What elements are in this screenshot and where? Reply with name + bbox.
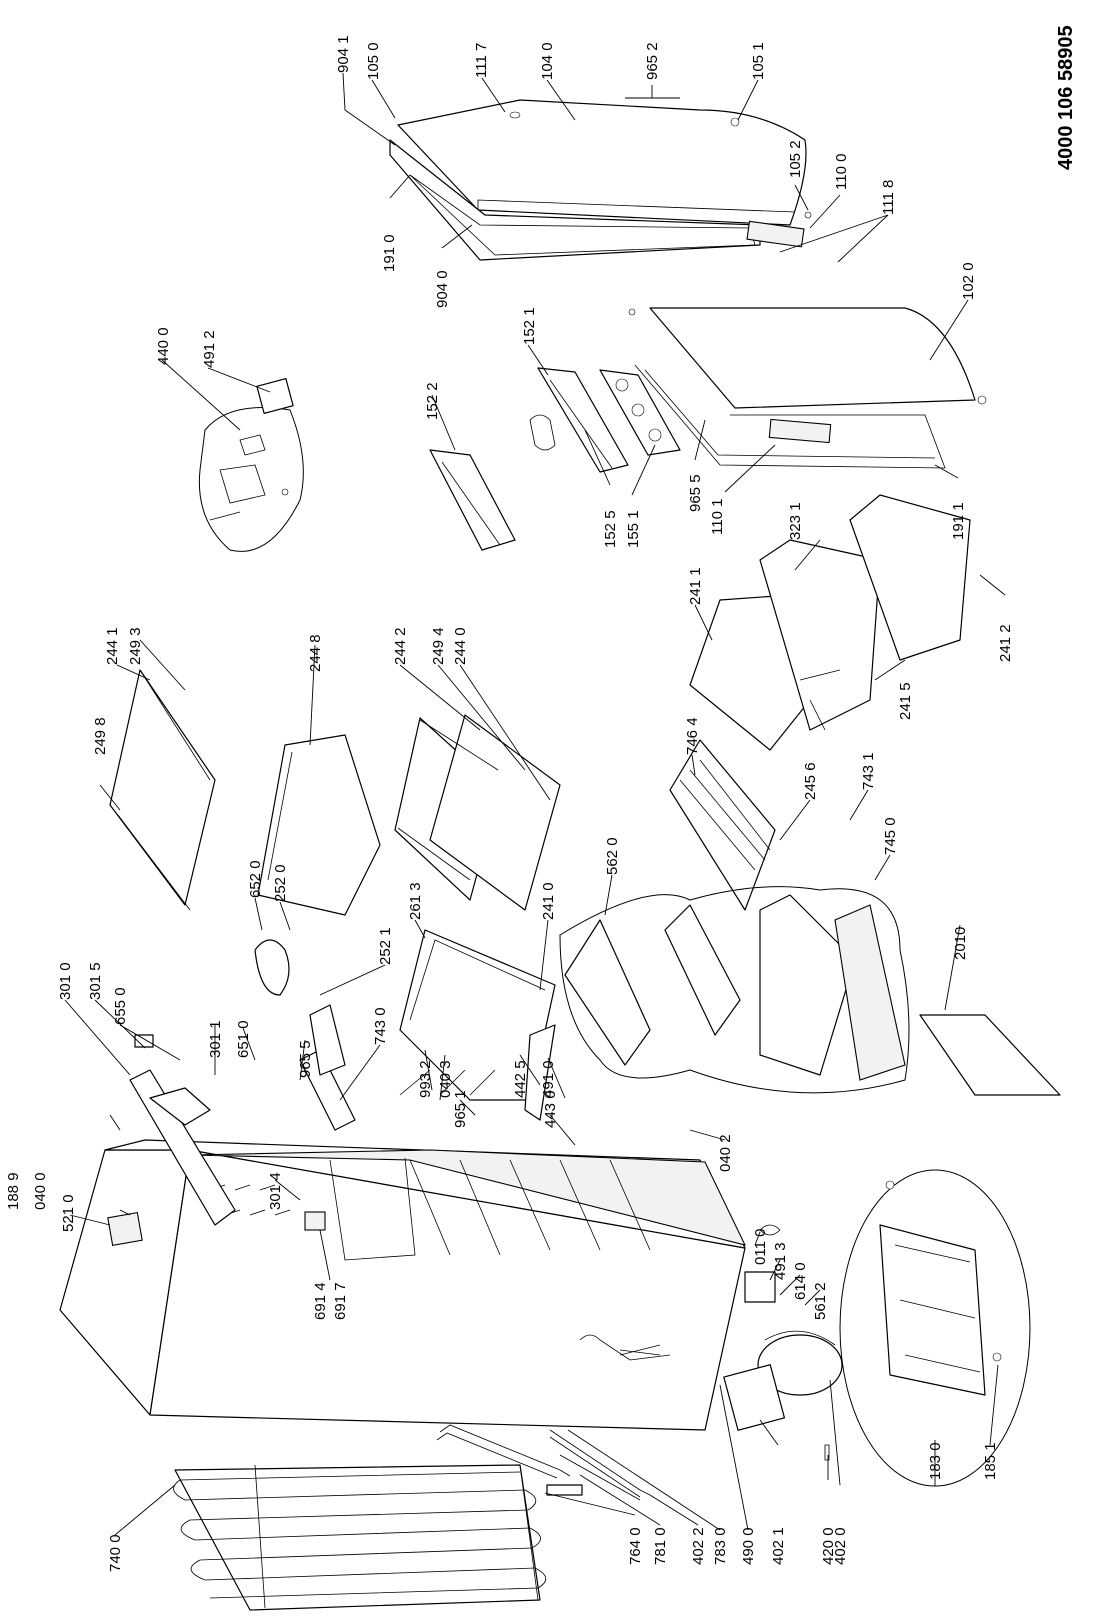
door-balconies-drawing [429, 367, 681, 551]
part-label: 993 2 [417, 1060, 434, 1098]
part-label: 011 0 [752, 1229, 769, 1265]
part-label: 562 0 [604, 837, 621, 875]
part-label: 244 0 [452, 627, 469, 665]
part-label: 491 0 [540, 1060, 557, 1098]
part-label: 110 0 [833, 154, 850, 190]
leader-lines [64, 72, 1006, 1536]
part-label: 783 0 [712, 1527, 729, 1565]
part-label: 040 0 [32, 1172, 49, 1210]
part-label: 491 3 [772, 1242, 789, 1280]
part-label: 152 1 [521, 307, 538, 345]
part-label: 104 0 [539, 42, 556, 80]
part-label: 249 3 [127, 627, 144, 665]
condenser-coil-drawing [173, 1464, 547, 1611]
part-label: 2010 [952, 927, 969, 960]
part-label: 244 2 [392, 627, 409, 665]
part-label: 252 1 [377, 927, 394, 965]
evaporator-cluster-drawing [559, 886, 1061, 1096]
part-label: 745 0 [882, 817, 899, 855]
part-label: 301 0 [57, 962, 74, 1000]
part-label: 105 2 [787, 140, 804, 178]
glass-shelves-drawing [109, 669, 561, 916]
part-label: 241 0 [540, 882, 557, 920]
part-label: 691 4 [312, 1282, 329, 1320]
part-label: 244 8 [307, 634, 324, 672]
part-label: 245 6 [802, 762, 819, 800]
document-number: 4000 106 58905 [1055, 25, 1077, 170]
part-label: 764 0 [627, 1527, 644, 1565]
part-label: 655 0 [112, 987, 129, 1025]
part-label: 040 3 [437, 1060, 454, 1098]
part-label: 249 8 [92, 717, 109, 755]
interior-fittings-drawing [129, 939, 496, 1226]
part-label: 490 0 [740, 1527, 757, 1565]
part-label: 152 5 [602, 510, 619, 548]
part-label: 561 2 [812, 1282, 829, 1320]
part-label: 111 8 [880, 180, 897, 215]
cabinet-drawing [59, 1139, 747, 1431]
part-label: 152 2 [424, 382, 441, 420]
part-label: 261 3 [407, 882, 424, 920]
part-label: 155 1 [625, 510, 642, 548]
part-label: 442 5 [512, 1060, 529, 1098]
part-label: 904 0 [434, 270, 451, 308]
lower-door-drawing [628, 307, 987, 469]
thermostat-cluster-drawing [198, 377, 304, 552]
part-label: 249 4 [430, 627, 447, 665]
part-label: 440 0 [155, 327, 172, 365]
part-label: 651 0 [235, 1020, 252, 1058]
compressor-drawing [723, 1224, 843, 1461]
part-labels: 904 1 105 0 111 7 104 0 965 2 105 1 105 … [5, 25, 1077, 1572]
part-label: 185 1 [982, 1442, 999, 1480]
part-label: 965 1 [452, 1090, 469, 1128]
part-label: 188 9 [5, 1172, 22, 1210]
part-label: 183 0 [927, 1442, 944, 1480]
part-label: 241 1 [687, 567, 704, 605]
part-label: 252 0 [272, 864, 289, 902]
part-label: 402 2 [690, 1527, 707, 1565]
part-label: 301 4 [267, 1172, 284, 1210]
upper-door-drawing [389, 99, 812, 261]
part-label: 443 0 [542, 1090, 559, 1128]
part-label: 323 1 [787, 502, 804, 540]
part-label: 491 2 [201, 330, 218, 368]
part-label: 521 0 [60, 1194, 77, 1232]
part-label: 614 0 [792, 1262, 809, 1300]
part-label: 301 5 [87, 962, 104, 1000]
part-label: 781 0 [652, 1527, 669, 1565]
drawers-drawing [399, 494, 971, 1121]
part-label: 402 1 [770, 1527, 787, 1565]
part-label: 965 5 [297, 1040, 314, 1078]
tubing-drawing [436, 1424, 651, 1501]
part-label: 965 2 [644, 42, 661, 80]
part-label: 191 1 [950, 502, 967, 540]
part-label: 111 7 [473, 43, 490, 78]
part-label: 965 5 [687, 474, 704, 512]
part-label: 691 7 [332, 1282, 349, 1320]
part-label: 040 2 [717, 1134, 734, 1172]
part-label: 301 1 [207, 1020, 224, 1058]
part-label: 102 0 [960, 262, 977, 300]
part-label: 746 4 [684, 717, 701, 755]
part-label: 743 0 [372, 1007, 389, 1045]
wire-shelf-drawing [669, 739, 776, 911]
part-label: 740 0 [107, 1534, 124, 1572]
part-label: 652 0 [247, 860, 264, 898]
part-label: 105 0 [365, 42, 382, 80]
part-label: 402 0 [832, 1527, 849, 1565]
part-label: 110 1 [709, 499, 726, 535]
part-label: 244 1 [104, 627, 121, 665]
part-label: 191 0 [381, 234, 398, 272]
part-label: 420 0 [820, 1527, 837, 1565]
part-label: 904 1 [335, 35, 352, 73]
part-label: 105 1 [750, 42, 767, 80]
part-label: 743 1 [860, 752, 877, 790]
base-plate-drawing [839, 1169, 1031, 1487]
part-label: 241 2 [997, 624, 1014, 662]
part-label: 241 5 [897, 682, 914, 720]
